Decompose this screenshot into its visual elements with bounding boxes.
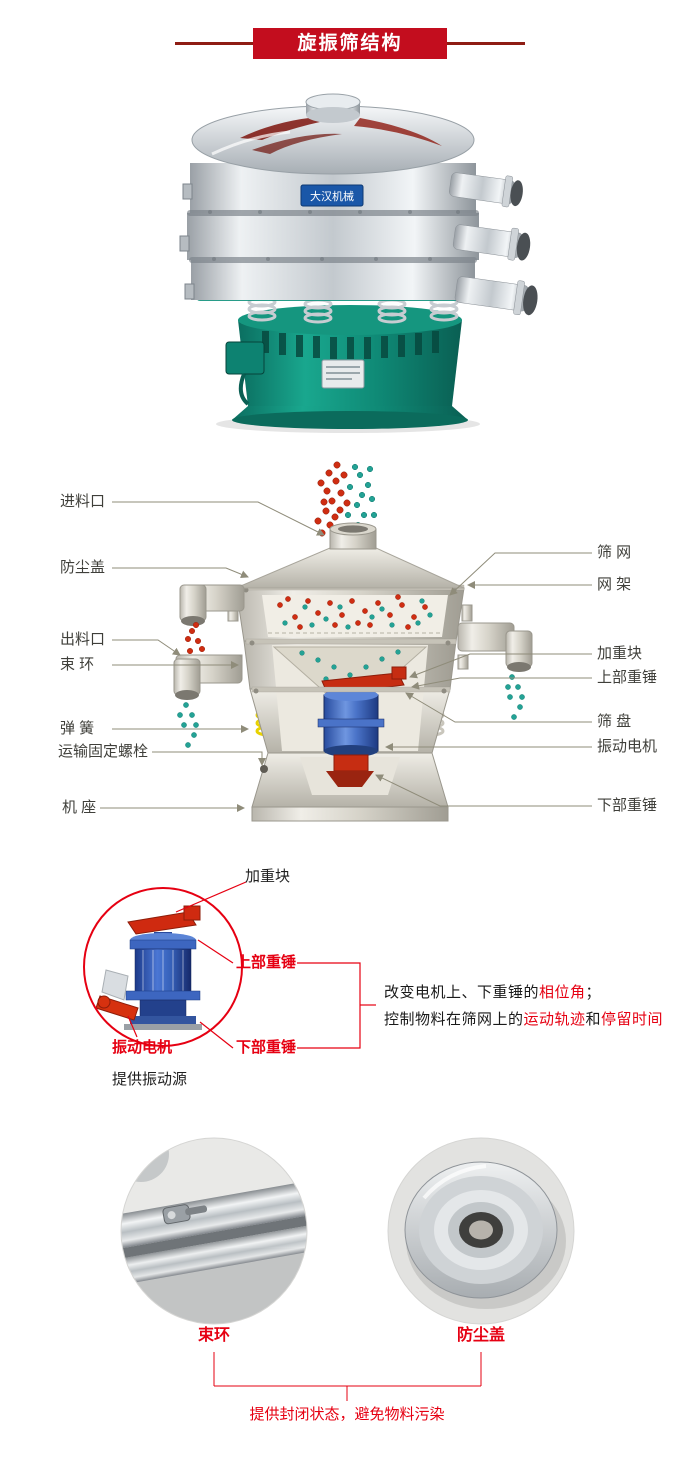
desc-text: ； bbox=[585, 984, 602, 1001]
desc-highlight: 相位角 bbox=[539, 984, 586, 1001]
particles-red bbox=[277, 594, 428, 630]
brand-badge-text: 大汉机械 bbox=[310, 189, 354, 203]
clamp-handle bbox=[184, 283, 195, 300]
lower-outlet-art bbox=[173, 654, 243, 748]
label-transport-bolt: 运输固定螺栓 bbox=[58, 743, 149, 760]
motor-description-line-1: 改变电机上、下重锤的相位角； bbox=[384, 979, 663, 1006]
label-weight-block: 加重块 bbox=[597, 645, 643, 662]
motor-caption: 提供振动源 bbox=[112, 1071, 188, 1088]
cutaway-machine bbox=[173, 522, 533, 822]
label-lower-hammer-callout: 下部重锤 bbox=[236, 1039, 297, 1056]
motor-bracket bbox=[101, 969, 129, 1001]
bracket-lines bbox=[213, 1352, 482, 1401]
motor-upper-hammer bbox=[127, 911, 197, 935]
motor-weight-block bbox=[183, 905, 201, 921]
machine-base bbox=[225, 305, 468, 429]
discharge-spouts bbox=[449, 172, 538, 316]
detail-photos-section: 束环 防尘盖 提供封闭状态，避免物料污染 bbox=[0, 1120, 700, 1468]
brand-badge: 大汉机械 bbox=[300, 184, 364, 207]
label-clamp-ring-photo: 束环 bbox=[197, 1327, 230, 1344]
label-vibration-motor-callout: 振动电机 bbox=[112, 1039, 173, 1056]
desc-highlight: 停留时间 bbox=[601, 1011, 664, 1028]
motor-callout-lines bbox=[83, 881, 376, 1049]
machine-photo-art: 大汉机械 bbox=[179, 93, 538, 433]
label-lower-hammer: 下部重锤 bbox=[597, 797, 658, 814]
structure-diagram: 进料口 防尘盖 出料口 束 环 弹 簧 运输固定螺栓 机 座 筛 网 网 架 加… bbox=[0, 455, 700, 835]
clamp-ring-photo bbox=[120, 1137, 308, 1325]
motor-description: 改变电机上、下重锤的相位角； 控制物料在筛网上的运动轨迹和停留时间 bbox=[384, 979, 663, 1033]
lower-hammer-art bbox=[333, 754, 369, 772]
bottom-caption: 提供封闭状态，避免物料污染 bbox=[249, 1406, 445, 1423]
motor-description-line-2: 控制物料在筛网上的运动轨迹和停留时间 bbox=[384, 1006, 663, 1033]
label-upper-hammer-callout: 上部重锤 bbox=[236, 954, 297, 971]
clamp-handle bbox=[179, 235, 190, 252]
dust-cover-photo bbox=[387, 1137, 575, 1325]
product-photo: 大汉机械 bbox=[0, 88, 700, 433]
cutaway-diagram-art bbox=[100, 461, 592, 822]
machine-body bbox=[179, 163, 479, 300]
power-cable bbox=[238, 373, 250, 406]
desc-text: 控制物料在筛网上的 bbox=[384, 1011, 524, 1028]
label-sieve-tray: 筛 盘 bbox=[597, 713, 632, 730]
weight-block-art bbox=[391, 666, 407, 680]
page-header: 旋振筛结构 bbox=[0, 28, 700, 62]
transport-bolt bbox=[260, 765, 268, 773]
label-upper-hammer: 上部重锤 bbox=[597, 669, 658, 686]
desc-highlight: 运动轨迹 bbox=[523, 1011, 586, 1028]
right-outlet-art bbox=[457, 622, 533, 720]
particles-teal bbox=[282, 598, 433, 630]
label-vibration-motor: 振动电机 bbox=[597, 738, 658, 755]
motor-body bbox=[134, 948, 192, 994]
label-feed-inlet: 进料口 bbox=[60, 493, 106, 510]
motor-detail-section: 加重块 上部重锤 振动电机 下部重锤 提供振动源 改变电机上、下重锤的相位角； … bbox=[0, 860, 700, 1115]
feed-inlet-cap bbox=[305, 93, 361, 123]
page-title: 旋振筛结构 bbox=[253, 28, 447, 59]
label-mesh-frame: 网 架 bbox=[597, 576, 632, 593]
machine-lid bbox=[191, 105, 475, 175]
title-rule-right bbox=[447, 42, 525, 45]
title-rule-left bbox=[175, 42, 253, 45]
desc-text: 改变电机上、下重锤的 bbox=[384, 984, 540, 1001]
vibration-motor-art bbox=[317, 666, 407, 787]
label-clamp-ring: 束 环 bbox=[60, 656, 95, 673]
callout-lines bbox=[100, 501, 592, 812]
desc-text: 和 bbox=[585, 1011, 602, 1028]
highlight-circle bbox=[83, 887, 243, 1047]
dust-cover-art bbox=[235, 547, 465, 589]
clamp-handle bbox=[182, 183, 193, 200]
label-screen-mesh: 筛 网 bbox=[597, 544, 632, 561]
label-weight-block-callout: 加重块 bbox=[245, 868, 291, 885]
label-machine-base: 机 座 bbox=[62, 799, 97, 816]
junction-box bbox=[225, 341, 265, 375]
label-dust-cover-photo: 防尘盖 bbox=[456, 1327, 505, 1344]
label-dust-cover: 防尘盖 bbox=[60, 559, 106, 576]
motor-photo-art bbox=[95, 905, 202, 1030]
label-spring: 弹 簧 bbox=[60, 720, 95, 737]
label-discharge-outlet: 出料口 bbox=[60, 631, 106, 648]
